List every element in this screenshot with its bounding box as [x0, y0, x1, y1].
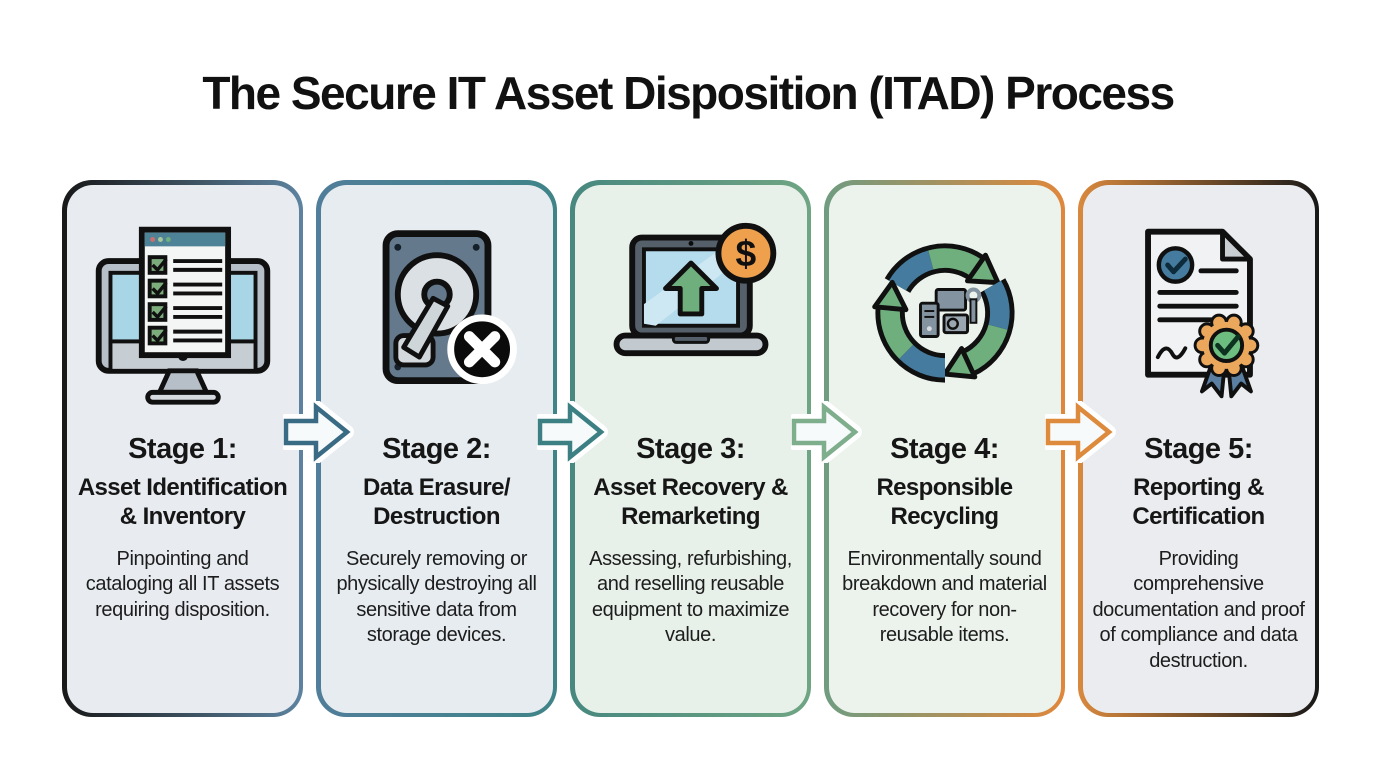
- flow-arrow-1-icon: [283, 401, 354, 463]
- hard-drive-erase-icon: [339, 199, 535, 427]
- stage-5-title: Reporting & Certification: [1132, 473, 1265, 530]
- stage-3-title: Asset Recovery & Remarketing: [593, 473, 788, 530]
- stage-card-4: Stage 4: Responsible Recycling Environme…: [824, 180, 1065, 717]
- certificate-icon: [1101, 199, 1297, 427]
- stage-card-3-body: $ Stage 3: Asset Recovery & Remarketing …: [574, 184, 807, 713]
- stage-cards-row: Stage 1: Asset Identification & Inventor…: [62, 180, 1319, 717]
- stage-card-2-body: Stage 2: Data Erasure/ Destruction Secur…: [320, 184, 553, 713]
- stage-2-title: Data Erasure/ Destruction: [363, 473, 511, 530]
- stage-1-title: Asset Identification & Inventory: [77, 473, 288, 530]
- laptop-value-icon: $: [593, 199, 789, 427]
- flow-arrow-2-icon: [537, 401, 608, 463]
- stage-3-label: Stage 3:: [636, 432, 745, 465]
- stage-card-1-body: Stage 1: Asset Identification & Inventor…: [66, 184, 299, 713]
- stage-card-1: Stage 1: Asset Identification & Inventor…: [62, 180, 303, 717]
- stage-3-description: Assessing, refurbishing, and reselling r…: [589, 548, 792, 647]
- stage-4-title: Responsible Recycling: [876, 473, 1013, 530]
- stage-card-2: Stage 2: Data Erasure/ Destruction Secur…: [316, 180, 557, 717]
- stage-card-5: Stage 5: Reporting & Certification Provi…: [1078, 180, 1319, 717]
- stage-card-3: $ Stage 3: Asset Recovery & Remarketing …: [570, 180, 811, 717]
- monitor-checklist-icon: [85, 199, 281, 427]
- stage-2-description: Securely removing or physically destroyi…: [336, 548, 537, 647]
- flow-arrow-3-icon: [791, 401, 862, 463]
- svg-text:$: $: [735, 231, 756, 273]
- page-title: The Secure IT Asset Disposition (ITAD) P…: [202, 67, 1175, 119]
- stage-5-description: Providing comprehensive documentation an…: [1092, 548, 1305, 672]
- stage-4-description: Environmentally sound breakdown and mate…: [842, 548, 1047, 647]
- stage-card-5-body: Stage 5: Reporting & Certification Provi…: [1082, 184, 1315, 713]
- stage-card-4-body: Stage 4: Responsible Recycling Environme…: [828, 184, 1061, 713]
- stage-1-label: Stage 1:: [128, 432, 237, 465]
- recycle-ewaste-icon: [847, 199, 1043, 427]
- flow-arrow-4-icon: [1045, 401, 1116, 463]
- stage-4-label: Stage 4:: [890, 432, 999, 465]
- stage-5-label: Stage 5:: [1144, 432, 1253, 465]
- stage-1-description: Pinpointing and cataloging all IT assets…: [85, 548, 280, 621]
- stage-2-label: Stage 2:: [382, 432, 491, 465]
